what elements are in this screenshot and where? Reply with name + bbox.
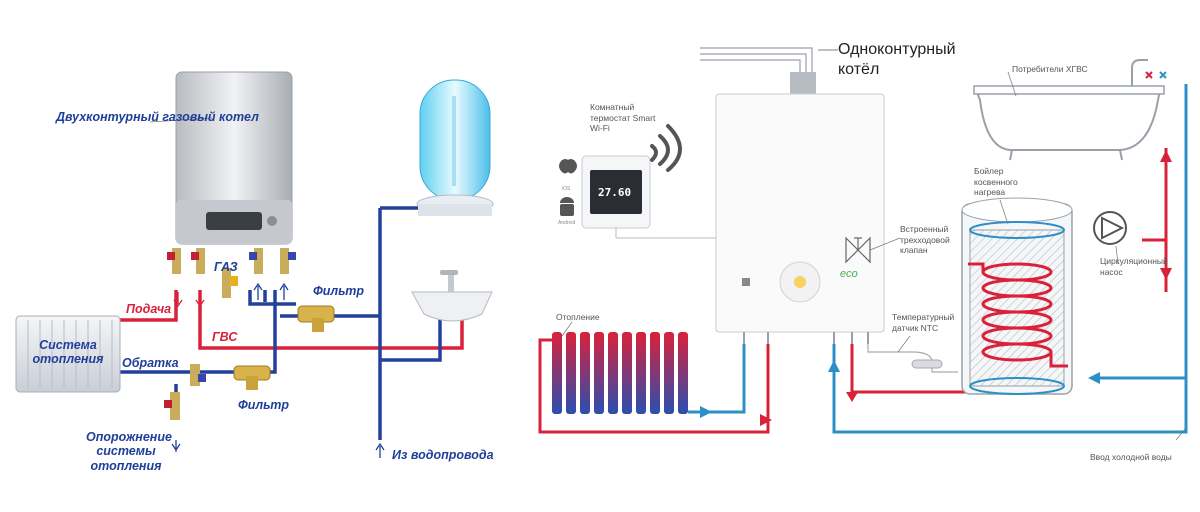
water-main-label: Из водопровода <box>392 448 494 462</box>
ntc-label: Температурный датчик NTC <box>892 312 955 333</box>
boiler-label-right: Одноконтурный котёл <box>838 41 956 78</box>
return-label: Обратка <box>122 356 179 370</box>
pump-label: Циркуляционный насос <box>1100 256 1168 277</box>
boiler-taps <box>167 248 296 298</box>
filter-top <box>297 305 335 332</box>
gas-label: ГАЗ <box>214 260 238 274</box>
wash-sink <box>411 270 493 322</box>
supply-label: Подача <box>126 302 172 316</box>
eco-label: eco <box>840 268 858 280</box>
filter-top-label: Фильтр <box>313 284 365 298</box>
circulation-pump-icon <box>1093 211 1127 245</box>
tank-coil <box>968 262 1068 368</box>
boiler-label-left: Двухконтурный газовый котел <box>56 110 259 124</box>
heating-system-label: Система отопления <box>32 338 104 367</box>
thermostat-label: Комнатный термостат Smart Wi-Fi <box>590 102 656 134</box>
filter-bottom <box>233 365 271 390</box>
shower-cabin <box>416 79 494 216</box>
heating-label: Отопление <box>556 312 600 322</box>
single-circuit-boiler <box>715 93 885 333</box>
thermostat-display: 27.60 <box>598 186 632 199</box>
hot-pipes-left <box>118 290 464 350</box>
bathtub <box>973 59 1165 161</box>
valve-label: Встроенный трехходовой клапан <box>900 224 950 256</box>
android-icon <box>560 197 574 216</box>
faucet-knobs <box>1145 71 1167 79</box>
chimney <box>700 47 813 74</box>
filter-bottom-label: Фильтр <box>238 398 290 412</box>
indirect-boiler-label: Бойлер косвенного нагрева <box>974 166 1018 198</box>
android-label: Android <box>558 220 576 226</box>
radiator-right <box>548 330 690 416</box>
radiator-left <box>15 315 121 393</box>
drain-label: Опорожнение системы отопления <box>86 430 172 473</box>
dhw-consumers-label: Потребители ХГВС <box>1012 64 1088 74</box>
cold-water-label: Ввод холодной воды <box>1090 452 1172 462</box>
smart-thermostat <box>581 155 651 229</box>
double-circuit-boiler <box>175 71 293 245</box>
apple-icon <box>559 159 577 174</box>
wifi-icon <box>650 124 682 172</box>
dhw-label: ГВС <box>212 330 238 344</box>
ios-label: iOS <box>562 186 571 192</box>
